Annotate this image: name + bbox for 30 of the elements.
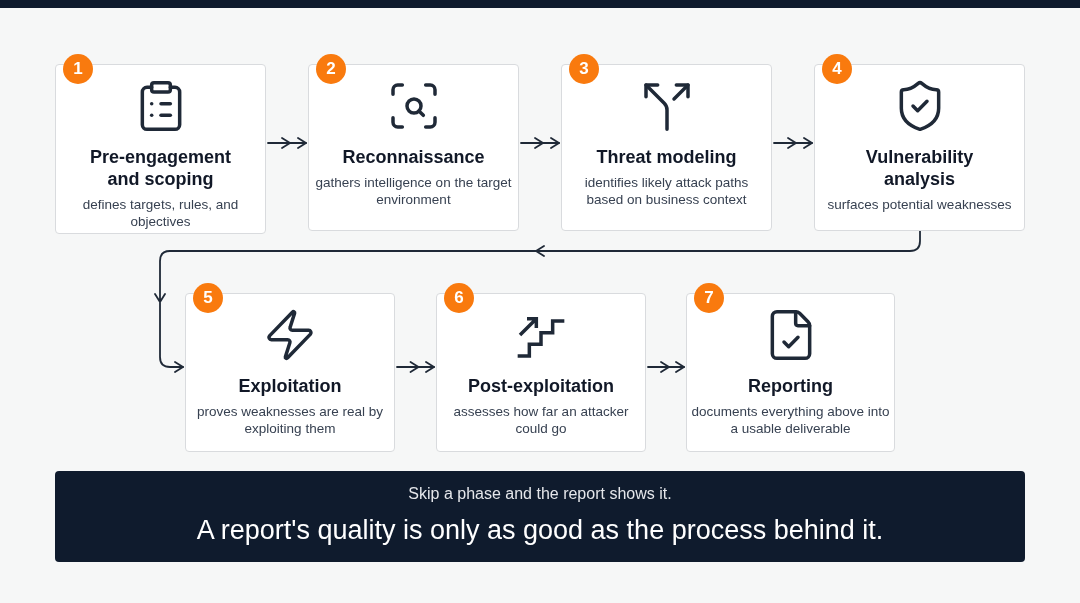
step-number-badge: 3: [569, 54, 599, 84]
arrow: [154, 230, 921, 373]
step-number-badge: 2: [316, 54, 346, 84]
phase-title: Post-exploitation: [467, 375, 615, 397]
phase-description: surfaces potential weaknesses: [827, 196, 1012, 213]
arrow: [396, 361, 435, 373]
phase-description: documents everything above into a usable deliverable: [690, 403, 891, 437]
step-number-badge: 6: [444, 283, 474, 313]
step-number-badge: 5: [193, 283, 223, 313]
arrow: [520, 137, 560, 149]
phase-description: gathers intelligence on the target environment: [314, 174, 513, 208]
phase-title: Exploitation: [237, 375, 343, 397]
phase-title: Threat modeling: [595, 146, 738, 168]
phase-title: Reconnaissance: [341, 146, 486, 168]
arrow: [773, 137, 813, 149]
phase-description: identifies likely attack paths based on business context: [583, 174, 750, 208]
banner: [55, 471, 1025, 562]
phase-description: proves weaknesses are real by exploiting them: [195, 403, 385, 437]
banner-subtitle: Skip a phase and the report shows it.: [408, 484, 672, 505]
arrow: [647, 361, 685, 373]
step-number-badge: 7: [694, 283, 724, 313]
arrow: [267, 137, 307, 149]
step-number-badge: 4: [822, 54, 852, 84]
phase-title: Reporting: [747, 375, 834, 397]
phase-description: assesses how far an attacker could go: [452, 403, 630, 437]
phase-title: Vulnerability analysis: [864, 146, 975, 190]
phase-title: Pre-engagement and scoping: [88, 146, 232, 190]
banner-statement: A report's quality is only as good as the process behind it.: [196, 514, 884, 548]
phase-description: defines targets, rules, and objectives: [81, 196, 240, 230]
step-number-badge: 1: [63, 54, 93, 84]
